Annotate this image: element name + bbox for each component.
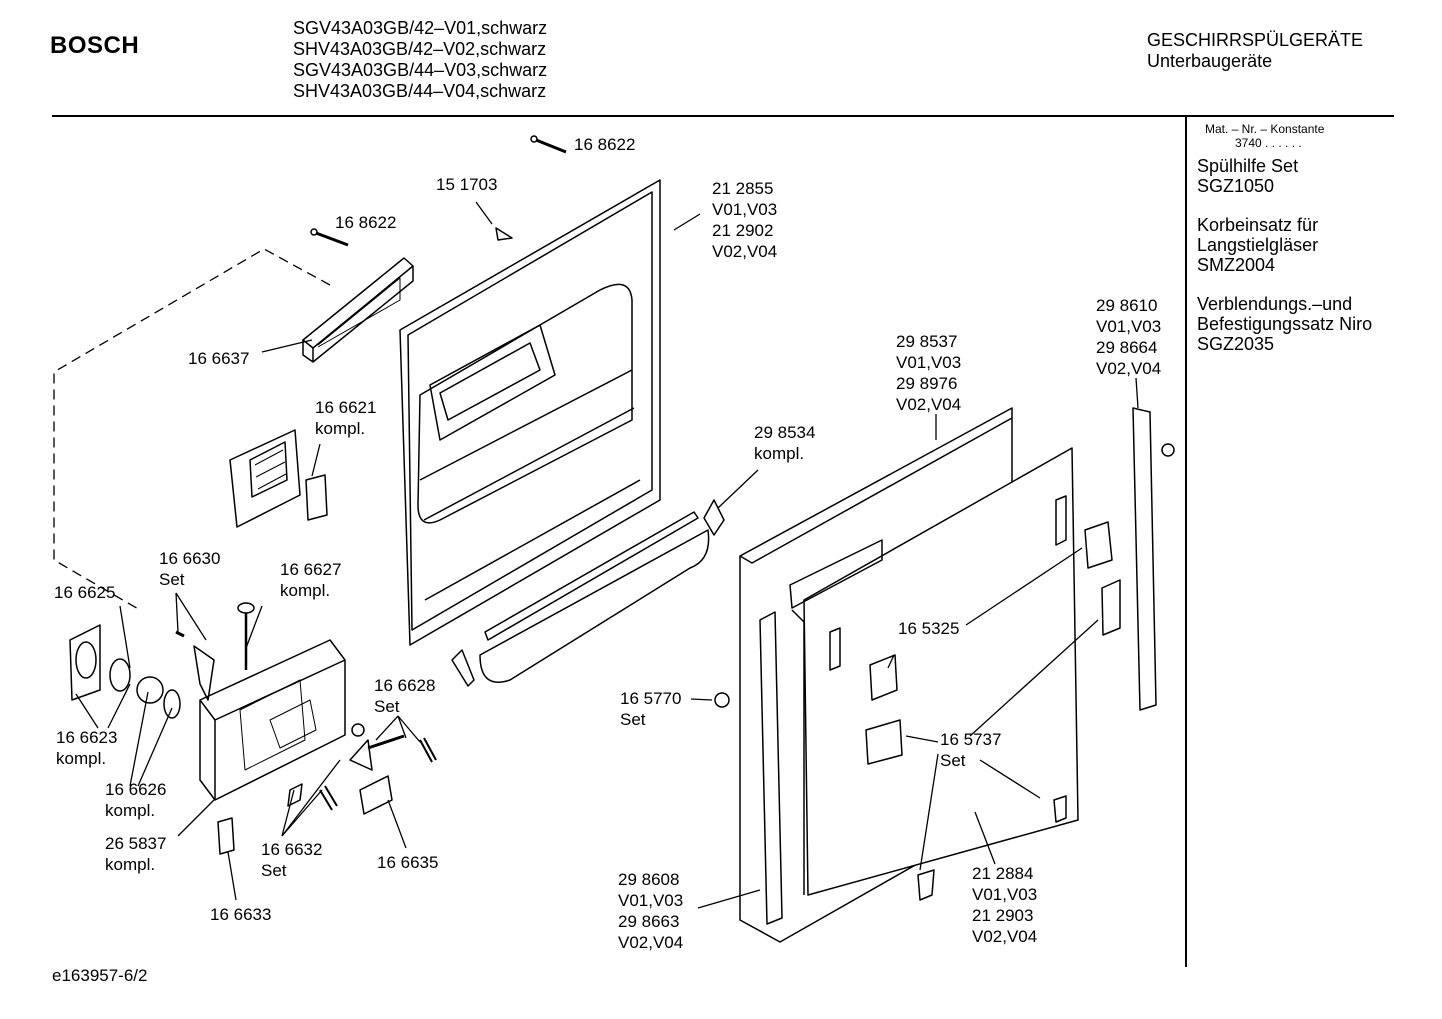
model-line: SHV43A03GB/42–V02,schwarz <box>293 39 547 59</box>
accessory-line: SGZ2035 <box>1197 334 1275 354</box>
accessory-item: Spülhilfe Set SGZ1050 <box>1197 156 1372 196</box>
inner-door-panel <box>399 179 661 646</box>
ring-seal-icon <box>109 658 181 719</box>
category-title: GESCHIRRSPÜLGERÄTE <box>1147 30 1364 50</box>
hinge-clip-icon <box>451 499 725 687</box>
model-list: SGV43A03GB/42–V01,schwarz SHV43A03GB/42–… <box>293 18 547 102</box>
accessory-line: SGZ1050 <box>1197 176 1275 196</box>
part-label: 16 8622 <box>335 213 396 232</box>
document-code: e163957-6/2 <box>52 966 148 985</box>
part-label: 16 6625 <box>54 583 115 602</box>
accessory-item: Verblendungs.–und Befestigungssatz Niro … <box>1197 294 1372 354</box>
accessory-line: Verblendungs.–und <box>1197 294 1353 314</box>
part-label: Set <box>620 710 646 729</box>
sidebar-divider <box>1185 116 1187 967</box>
leader-lines <box>75 201 1139 909</box>
screw-icon <box>310 228 349 247</box>
screw-icon <box>530 135 567 154</box>
category-subtitle: Unterbaugeräte <box>1147 51 1273 71</box>
accessory-line: Befestigungssatz Niro <box>1197 314 1373 334</box>
door-handle-part <box>69 624 101 701</box>
part-label: 16 6633 <box>210 905 271 924</box>
accessory-line: SMZ2004 <box>1197 255 1276 275</box>
accessory-line: Langstielgläser <box>1197 235 1319 255</box>
bracket-icon <box>217 783 303 855</box>
brand-logo: BOSCH <box>50 32 140 59</box>
part-label: 16 8622 <box>574 135 635 154</box>
dosing-dispenser-part <box>229 429 328 528</box>
outer-door-panel <box>739 407 1013 943</box>
mat-label: Mat. – Nr. – Konstante <box>1205 122 1325 136</box>
fastener-icon <box>714 443 1175 901</box>
front-panel <box>789 447 1079 896</box>
part-label: 16 5770 <box>620 689 681 708</box>
window-seal-frame <box>302 257 414 363</box>
dashed-assembly-outline <box>53 248 331 611</box>
side-trim-strip <box>759 407 1157 925</box>
clip-icon <box>495 227 513 241</box>
part-label: 16 6635 <box>377 853 438 872</box>
part-label: 15 1703 <box>436 175 497 194</box>
mat-constant: 3740 . . . . . . <box>1235 136 1302 150</box>
accessory-line: Spülhilfe Set <box>1197 156 1299 176</box>
control-panel-housing <box>199 639 346 801</box>
lever-icon <box>175 630 215 701</box>
model-line: SGV43A03GB/44–V03,schwarz <box>293 60 548 80</box>
accessory-item: Korbeinsatz für Langstielgläser SMZ2004 <box>1197 215 1372 275</box>
spring-icon <box>319 737 437 811</box>
accessory-line: Korbeinsatz für <box>1197 215 1319 235</box>
header-divider <box>52 115 1394 117</box>
knob-icon <box>237 602 255 670</box>
category-heading: GESCHIRRSPÜLGERÄTE Unterbaugeräte <box>1147 30 1363 72</box>
accessory-sidebar: Mat. – Nr. – Konstante 3740 . . . . . . … <box>1197 122 1372 373</box>
model-line: SGV43A03GB/42–V01,schwarz <box>293 18 548 38</box>
model-line: SHV43A03GB/44–V04,schwarz <box>293 81 547 101</box>
trim-strip <box>479 511 710 683</box>
part-label: 16 5325 <box>898 619 959 638</box>
bracket-icon <box>865 521 1121 765</box>
micro-switch-icon <box>359 775 393 815</box>
lever-rod-icon <box>351 723 405 750</box>
part-label: 16 6637 <box>188 349 249 368</box>
